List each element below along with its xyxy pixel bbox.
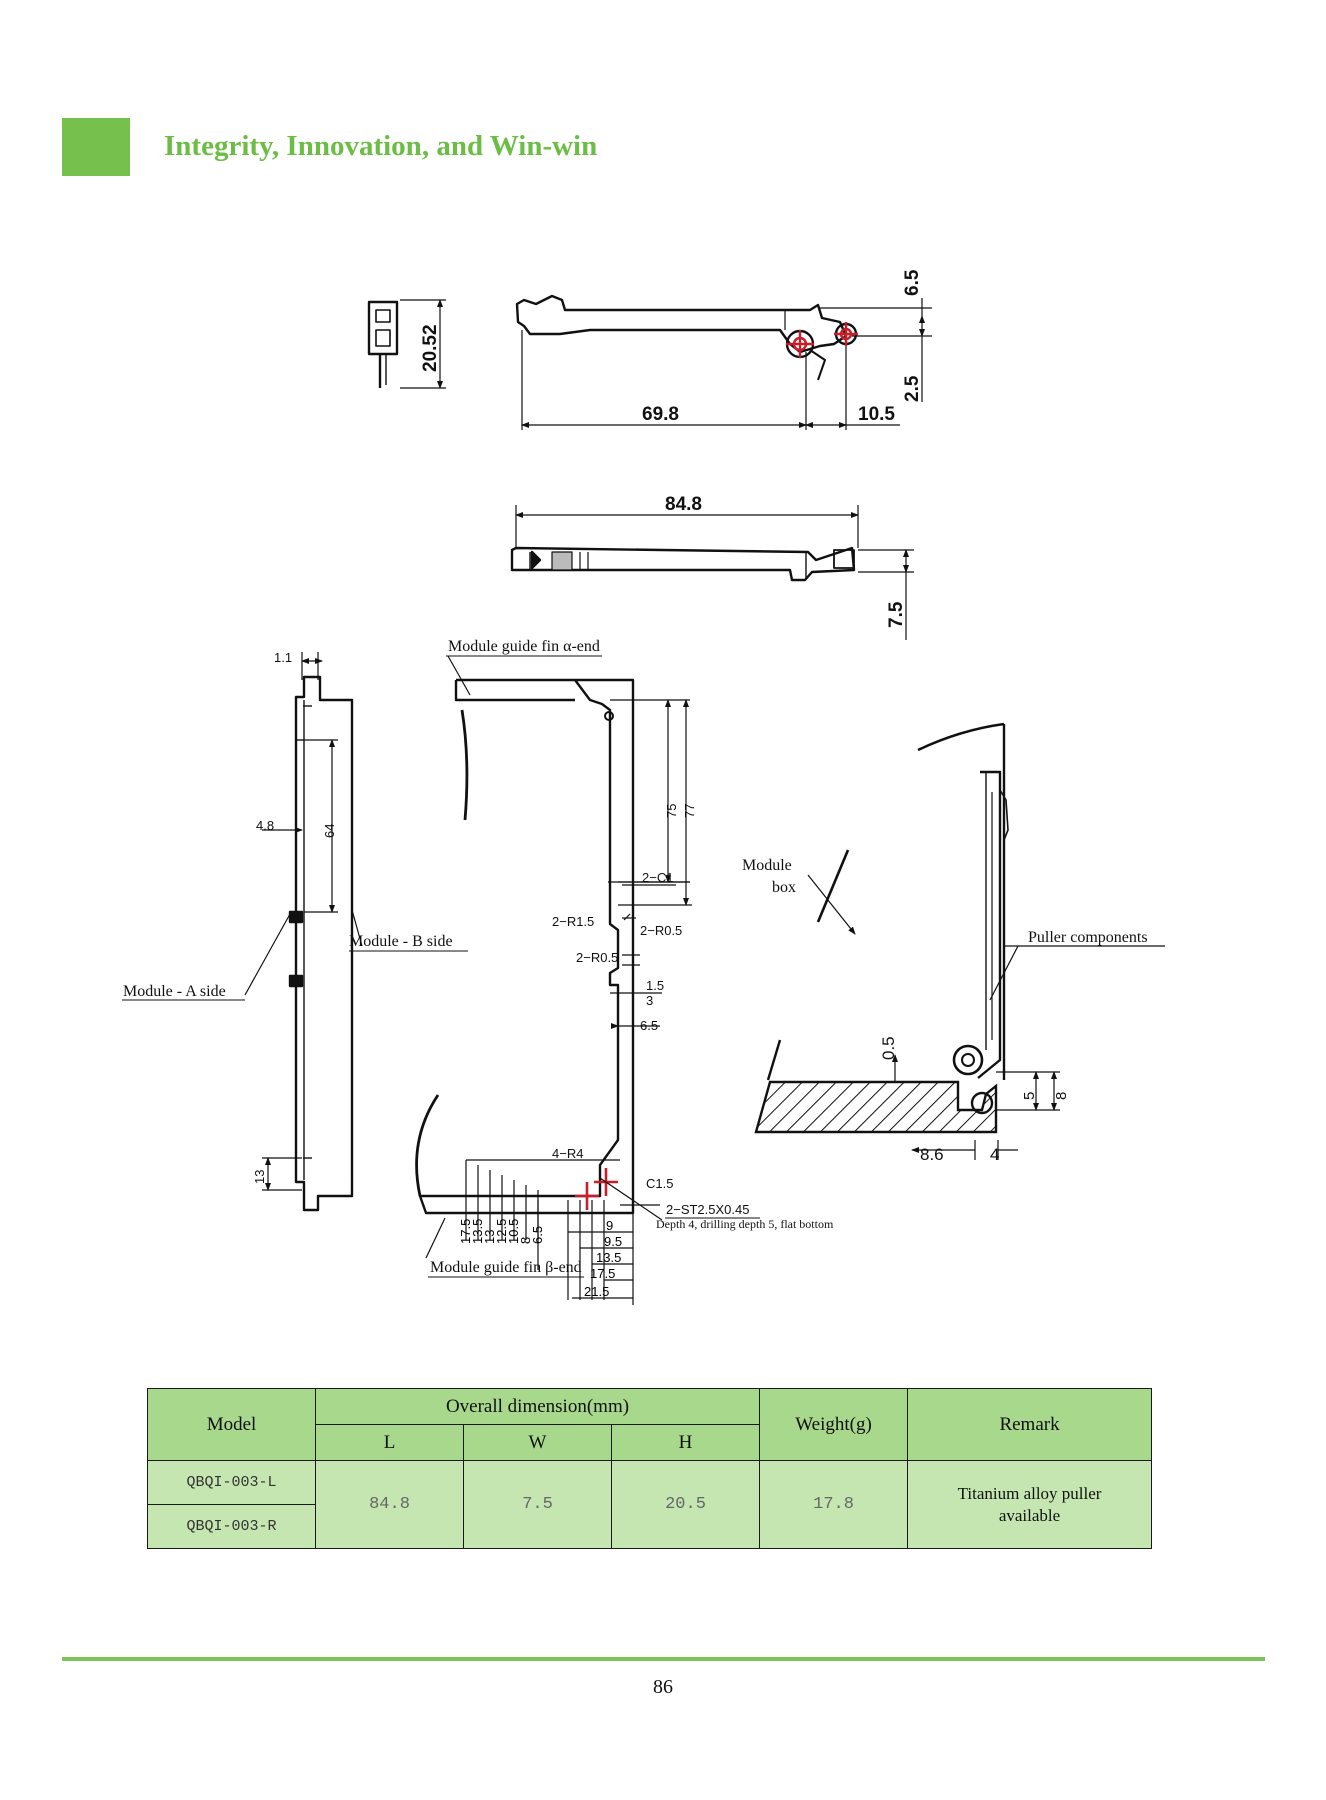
dim-2-r0-5-a: 2−R0.5 bbox=[640, 923, 682, 938]
dim-6-5-b: 6.5 bbox=[640, 1018, 658, 1033]
dim-vertical-2: 13 bbox=[482, 1230, 497, 1244]
dim-2-r0-5-b: 2−R0.5 bbox=[576, 950, 618, 965]
label-drill-note: Depth 4, drilling depth 5, flat bottom bbox=[656, 1217, 834, 1231]
hole-markers-bottom bbox=[575, 1168, 618, 1210]
horizontal-dims-bottom: 99.513.517.5 21.5 bbox=[584, 1218, 622, 1299]
dim-6-5: 6.5 bbox=[902, 269, 923, 296]
cell-model-2: QBQI-003-R bbox=[147, 1504, 316, 1549]
assembly-right bbox=[766, 722, 1009, 1115]
header-weight: Weight(g) bbox=[759, 1388, 909, 1461]
header-remark: Remark bbox=[907, 1388, 1153, 1461]
dim-1-1: 1.1 bbox=[274, 650, 292, 665]
dim-horizontal-0: 9 bbox=[606, 1218, 613, 1233]
page-number: 86 bbox=[653, 1676, 673, 1698]
dim-4-r4: 4−R4 bbox=[552, 1146, 583, 1161]
header-l: L bbox=[315, 1424, 464, 1461]
dim-10-5: 10.5 bbox=[858, 404, 895, 425]
dim-20-52: 20.52 bbox=[420, 324, 441, 372]
dim-2-5: 2.5 bbox=[902, 375, 923, 402]
cell-h: 20.5 bbox=[610, 1460, 761, 1549]
label-module-a-side: Module - A side bbox=[123, 983, 226, 1000]
technical-drawing: 20.52 6.5 2.5 69.8 10.5 84.8 7.5 1.1 4.8… bbox=[122, 269, 1165, 1305]
footer-divider bbox=[62, 1657, 1265, 1661]
header-overall-dimension: Overall dimension(mm) bbox=[314, 1388, 761, 1425]
profile-left bbox=[288, 675, 354, 1212]
dim-2-c1: 2−C1 bbox=[642, 870, 673, 885]
dim-0-5: 0.5 bbox=[879, 1036, 898, 1060]
dim-4: 4 bbox=[990, 1145, 999, 1164]
label-module-box-2: box bbox=[772, 879, 796, 896]
dim-7-5: 7.5 bbox=[886, 601, 907, 628]
dim-vertical-6: 6.5 bbox=[530, 1226, 545, 1244]
cell-remark: Titanium alloy puller available bbox=[907, 1460, 1153, 1549]
dim-3: 3 bbox=[646, 993, 653, 1008]
label-guide-fin-alpha: Module guide fin α-end bbox=[448, 638, 600, 655]
page-title: Integrity, Innovation, and Win-win bbox=[164, 130, 598, 162]
dim-2-r1-5: 2−R1.5 bbox=[552, 914, 594, 929]
label-puller-components: Puller components bbox=[1028, 929, 1148, 946]
cell-model-1: QBQI-003-L bbox=[147, 1460, 316, 1505]
dim-84-8: 84.8 bbox=[665, 494, 702, 515]
label-module-box-1: Module bbox=[742, 857, 792, 874]
side-view-top bbox=[515, 294, 858, 381]
dim-vertical-0: 17.5 bbox=[458, 1219, 473, 1244]
label-module-b-side: Module - B side bbox=[349, 933, 453, 950]
plan-view bbox=[510, 546, 856, 582]
dim-5: 5 bbox=[1021, 1092, 1038, 1100]
dim-8-6: 8.6 bbox=[920, 1145, 944, 1164]
cell-weight: 17.8 bbox=[759, 1460, 909, 1549]
dim-st: 2−ST2.5X0.45 bbox=[666, 1202, 749, 1217]
dim-vertical-3: 12.5 bbox=[494, 1219, 509, 1244]
cell-w: 7.5 bbox=[463, 1460, 612, 1549]
dim-vertical-4: 10.5 bbox=[506, 1219, 521, 1244]
dim-horizontal-1: 9.5 bbox=[604, 1234, 622, 1249]
dim-vertical-1: 13.5 bbox=[470, 1219, 485, 1244]
dim-8: 8 bbox=[1053, 1092, 1070, 1100]
hatched-base bbox=[754, 1080, 998, 1134]
header-accent-block bbox=[62, 118, 130, 176]
remark-line-1: Titanium alloy puller bbox=[957, 1483, 1102, 1503]
dim-c1-5: C1.5 bbox=[646, 1176, 673, 1191]
dim-4-8: 4.8 bbox=[256, 818, 274, 833]
dim-75: 75 bbox=[664, 804, 679, 818]
dim-77: 77 bbox=[682, 804, 697, 818]
header-h: H bbox=[610, 1424, 761, 1461]
label-guide-fin-beta: Module guide fin β-end bbox=[430, 1259, 582, 1276]
header-model: Model bbox=[147, 1388, 316, 1461]
end-view-small bbox=[367, 300, 399, 388]
frame-center bbox=[415, 678, 635, 1215]
dim-69-8: 69.8 bbox=[642, 404, 679, 425]
dim-13: 13 bbox=[252, 1170, 267, 1184]
dim-64: 64 bbox=[322, 824, 337, 838]
hole-markers-top bbox=[786, 322, 858, 358]
dim-vertical-5: 8 bbox=[518, 1237, 533, 1244]
dim-1-5: 1.5 bbox=[646, 978, 664, 993]
cell-l: 84.8 bbox=[315, 1460, 464, 1549]
specification-table: Model Overall dimension(mm) Weight(g) Re… bbox=[147, 1388, 1153, 1549]
remark-line-2: available bbox=[998, 1505, 1061, 1525]
dim-horizontal-2: 13.5 bbox=[596, 1250, 621, 1265]
header-w: W bbox=[463, 1424, 612, 1461]
dim-horizontal-4: 21.5 bbox=[584, 1284, 609, 1299]
dim-horizontal-3: 17.5 bbox=[590, 1266, 615, 1281]
